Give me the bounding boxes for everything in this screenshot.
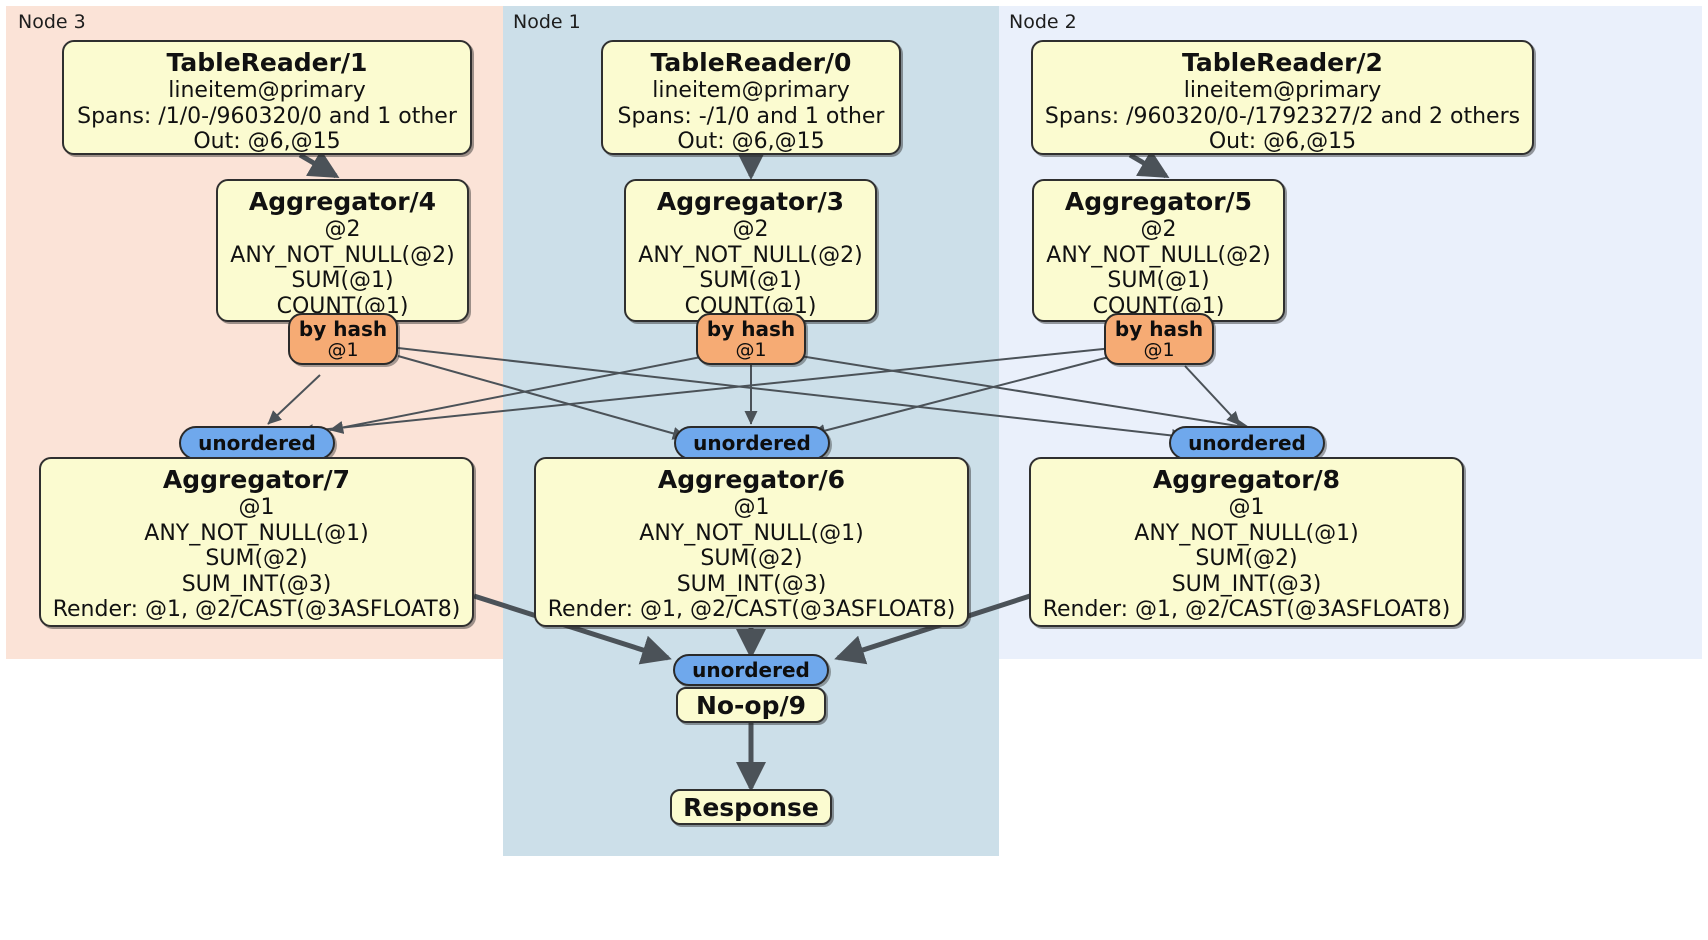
processor-line: @1	[733, 495, 770, 520]
processor-line: SUM(@2)	[1195, 546, 1298, 571]
router-label: by hash	[298, 317, 388, 341]
processor-table-reader-1[interactable]: TableReader/1 lineitem@primary Spans: /1…	[62, 40, 472, 155]
processor-aggregator-5[interactable]: Aggregator/5 @2 ANY_NOT_NULL(@2) SUM(@1)…	[1032, 179, 1285, 322]
router-label: by hash	[706, 317, 796, 341]
processor-line: SUM_INT(@3)	[676, 571, 827, 597]
processor-aggregator-6[interactable]: Aggregator/6 @1 ANY_NOT_NULL(@1) SUM(@2)…	[534, 457, 969, 627]
processor-line: ANY_NOT_NULL(@1)	[144, 520, 369, 546]
stream-unordered-left[interactable]: unordered	[179, 426, 335, 460]
processor-line: Render: @1, @2/CAST(@3ASFLOAT8)	[1042, 597, 1451, 622]
processor-line: ANY_NOT_NULL(@2)	[230, 242, 455, 268]
processor-no-op-9[interactable]: No-op/9	[676, 687, 826, 723]
router-by-hash-left[interactable]: by hash @1	[288, 313, 398, 365]
processor-line: SUM(@2)	[700, 546, 803, 571]
processor-aggregator-4[interactable]: Aggregator/4 @2 ANY_NOT_NULL(@2) SUM(@1)…	[216, 179, 469, 322]
processor-line: @2	[1140, 217, 1177, 242]
processor-title: TableReader/1	[166, 48, 368, 77]
processor-title: Aggregator/4	[248, 187, 437, 216]
stream-unordered-right[interactable]: unordered	[1169, 426, 1325, 460]
processor-aggregator-8[interactable]: Aggregator/8 @1 ANY_NOT_NULL(@1) SUM(@2)…	[1029, 457, 1464, 627]
processor-line: SUM(@1)	[1107, 268, 1210, 293]
processor-line: SUM(@1)	[291, 268, 394, 293]
processor-aggregator-7[interactable]: Aggregator/7 @1 ANY_NOT_NULL(@1) SUM(@2)…	[39, 457, 474, 627]
processor-title: TableReader/2	[1182, 48, 1383, 77]
processor-line: Out: @6,@15	[193, 129, 341, 154]
processor-title: Response	[683, 792, 819, 822]
processor-title: TableReader/0	[650, 48, 852, 77]
processor-line: SUM_INT(@3)	[181, 571, 332, 597]
stream-label: unordered	[1188, 431, 1306, 455]
processor-line: @2	[324, 217, 361, 242]
processor-line: ANY_NOT_NULL(@2)	[1046, 242, 1271, 268]
processor-line: Out: @6,@15	[1208, 129, 1357, 154]
processor-table-reader-0[interactable]: TableReader/0 lineitem@primary Spans: -/…	[601, 40, 901, 155]
processor-line: Spans: /960320/0-/1792327/2 and 2 others	[1044, 103, 1521, 129]
router-column: @1	[1143, 339, 1175, 361]
processor-title: No-op/9	[695, 690, 807, 720]
processor-line: ANY_NOT_NULL(@1)	[1134, 520, 1359, 546]
processor-line: Spans: -/1/0 and 1 other	[617, 103, 885, 129]
processor-title: Aggregator/8	[1152, 465, 1341, 494]
processor-line: @1	[238, 495, 275, 520]
processor-line: ANY_NOT_NULL(@1)	[639, 520, 864, 546]
processor-line: lineitem@primary	[1183, 78, 1382, 103]
stream-label: unordered	[198, 431, 316, 455]
stream-label: unordered	[693, 431, 811, 455]
processor-line: SUM_INT(@3)	[1171, 571, 1322, 597]
processor-line: Render: @1, @2/CAST(@3ASFLOAT8)	[52, 597, 461, 622]
node-region-label-node1: Node 1	[513, 11, 581, 33]
processor-line: lineitem@primary	[652, 78, 850, 103]
processor-aggregator-3[interactable]: Aggregator/3 @2 ANY_NOT_NULL(@2) SUM(@1)…	[624, 179, 877, 322]
processor-table-reader-2[interactable]: TableReader/2 lineitem@primary Spans: /9…	[1031, 40, 1534, 155]
processor-line: Render: @1, @2/CAST(@3ASFLOAT8)	[547, 597, 956, 622]
processor-response[interactable]: Response	[670, 789, 832, 825]
processor-title: Aggregator/5	[1064, 187, 1253, 216]
stream-label: unordered	[692, 658, 810, 682]
processor-line: ANY_NOT_NULL(@2)	[638, 242, 863, 268]
processor-line: Spans: /1/0-/960320/0 and 1 other	[77, 103, 457, 129]
router-column: @1	[327, 339, 359, 361]
router-column: @1	[735, 339, 767, 361]
processor-line: @1	[1228, 495, 1265, 520]
router-by-hash-center[interactable]: by hash @1	[696, 313, 806, 365]
processor-line: SUM(@1)	[699, 268, 802, 293]
processor-line: SUM(@2)	[205, 546, 308, 571]
node-region-label-node3: Node 3	[18, 11, 86, 33]
stream-unordered-final[interactable]: unordered	[673, 654, 829, 686]
router-by-hash-right[interactable]: by hash @1	[1104, 313, 1214, 365]
processor-line: @2	[732, 217, 769, 242]
processor-title: Aggregator/3	[656, 187, 845, 216]
processor-title: Aggregator/6	[657, 465, 846, 494]
node-region-label-node2: Node 2	[1009, 11, 1077, 33]
stream-unordered-center[interactable]: unordered	[674, 426, 830, 460]
processor-title: Aggregator/7	[162, 465, 351, 494]
processor-line: Out: @6,@15	[677, 129, 825, 154]
router-label: by hash	[1114, 317, 1204, 341]
processor-line: lineitem@primary	[168, 78, 366, 103]
